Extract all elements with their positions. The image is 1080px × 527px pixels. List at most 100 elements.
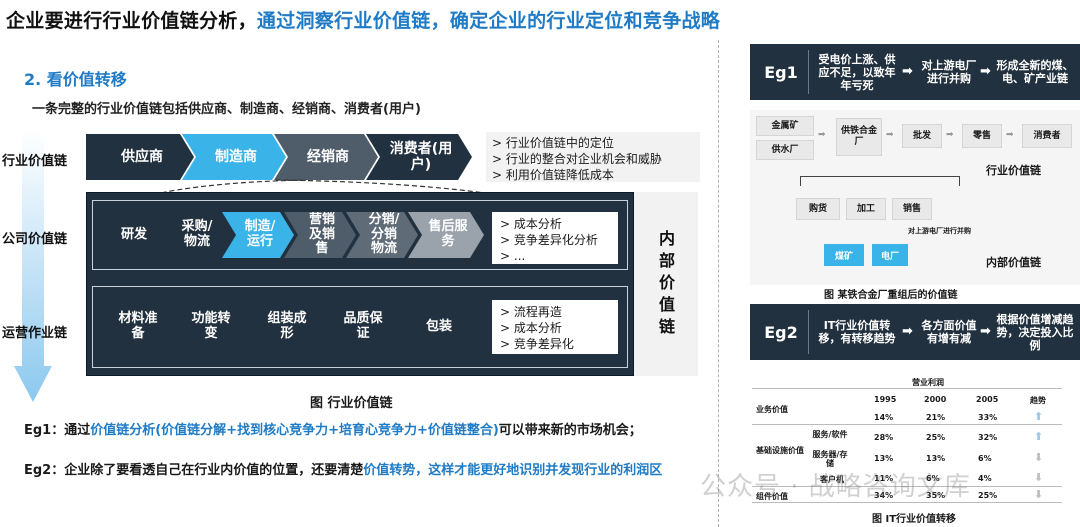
industry-chain-step: 供应商 xyxy=(86,134,194,180)
eg1-diagram-caption: 图 某铁合金厂重组后的价值链 xyxy=(824,290,958,301)
internal-caption: 内部价值链 xyxy=(986,256,1041,269)
table-cell: 6% xyxy=(926,474,940,483)
eg1-step: 受电价上涨、供应不足，以致年年亏死 xyxy=(818,52,896,92)
vertical-divider xyxy=(718,40,719,527)
diagram-box: 消费者 xyxy=(1022,124,1072,148)
diagram-box: 供铁合金厂 xyxy=(836,118,882,156)
down-arrow-icon xyxy=(14,130,52,402)
table-group: 业务价值 xyxy=(756,405,788,414)
trend-down-icon: ⬇ xyxy=(1034,471,1044,484)
table-item: 服务/软件 xyxy=(812,430,848,439)
table-cell: 21% xyxy=(926,413,946,422)
eg2-paragraph: Eg2：企业除了要看透自己在行业内价值的位置，还要清楚价值转势，这样才能更好地识… xyxy=(24,463,663,478)
trend-up-icon: ⬆ xyxy=(1034,430,1044,443)
title-part2: 通过洞察行业价值链，确定企业的行业定位和竞争战略 xyxy=(256,10,721,32)
table-year: 趋势 xyxy=(1030,396,1046,405)
blue-box: 煤矿 xyxy=(824,244,864,266)
diagram-box: 销售 xyxy=(892,198,932,220)
operation-chain-step: 包装 xyxy=(394,302,480,352)
section-heading: 2. 看价值转移 xyxy=(24,70,127,89)
eg2-label: Eg2 xyxy=(764,322,798,342)
table-year: 2005 xyxy=(976,395,999,404)
blue-box: 电厂 xyxy=(872,244,908,266)
arrow-right-icon: ➡ xyxy=(902,324,913,339)
arrow-right-icon: ➡ xyxy=(980,64,991,79)
arrow-right-icon: ➡ xyxy=(902,64,913,79)
arrow-right-icon: ➡ xyxy=(886,130,894,140)
eg1-paragraph: Eg1：通过价值链分析(价值链分解+找到核心竞争力+培育心竞争力+价值链整合)可… xyxy=(24,423,642,438)
page-title: 企业要进行行业价值链分析，通过洞察行业价值链，确定企业的行业定位和竞争战略 xyxy=(6,6,720,33)
table-cell: 6% xyxy=(978,454,992,463)
trend-down-icon: ⬇ xyxy=(1034,451,1044,464)
industry-chain-step: 制造商 xyxy=(182,134,286,180)
eg2-step: 各方面价值有增有减 xyxy=(921,319,977,345)
industry-notes: 行业价值链中的定位 行业的整合对企业机会和威胁 利用价值链降低成本 xyxy=(486,132,700,182)
table-cell: 13% xyxy=(874,454,894,463)
arrow-right-icon: ➡ xyxy=(980,324,991,339)
table-cell: 28% xyxy=(874,433,894,442)
operation-chain-frame xyxy=(92,286,628,368)
zoom-connector xyxy=(145,179,507,197)
label-industry-chain: 行业价值链 xyxy=(2,154,68,169)
table-group: 基础设施价值 xyxy=(756,446,804,455)
table-cell: 25% xyxy=(978,491,998,500)
eg1-label: Eg1 xyxy=(764,62,798,82)
table-cell: 33% xyxy=(978,413,998,422)
figure-caption: 图 行业价值链 xyxy=(310,396,393,411)
company-chain-frame xyxy=(92,200,628,270)
industry-chain-step: 消费者(用户) xyxy=(366,134,472,180)
eg1-step: 对上游电厂进行并购 xyxy=(921,59,977,85)
bracket xyxy=(800,176,960,186)
table-cell: 34% xyxy=(874,491,894,500)
diagram-box: 购货 xyxy=(796,198,840,220)
table-header: 营业利润 xyxy=(912,378,944,387)
eg2-banner: Eg2 IT行业价值转移，有转移趋势 ➡ 各方面价值有增有减 ➡ 根据价值增减趋… xyxy=(750,304,1080,360)
table-item: 客户机 xyxy=(820,475,844,484)
diagram-box: 加工 xyxy=(846,198,886,220)
section-description: 一条完整的行业价值链包括供应商、制造商、经销商、消费者(用户) xyxy=(32,102,421,117)
table-group: 组件价值 xyxy=(756,492,788,501)
table-year: 2000 xyxy=(924,395,947,404)
label-company-chain: 公司价值链 xyxy=(2,232,68,247)
internal-chain-side xyxy=(634,192,698,376)
table-cell: 11% xyxy=(874,474,894,483)
table-cell: 32% xyxy=(978,433,998,442)
eg2-table-caption: 图 IT行业价值转移 xyxy=(872,514,957,525)
table-cell: 4% xyxy=(978,474,992,483)
operation-notes: 流程再造 成本分析 竞争差异化 xyxy=(492,300,618,354)
trend-down-icon: ⬇ xyxy=(1034,488,1044,501)
operation-chain-step: 品质保证 xyxy=(318,302,404,352)
diagram-box: 零售 xyxy=(962,124,1002,148)
operation-chain-step: 材料准备 xyxy=(96,302,176,352)
chain-caption: 行业价值链 xyxy=(986,164,1041,177)
company-notes: 成本分析 竞争差异化分析 ... xyxy=(492,212,618,264)
industry-chain-step: 经销商 xyxy=(274,134,378,180)
diagram-box: 金属矿 xyxy=(756,116,814,136)
arrow-right-icon: ➡ xyxy=(818,130,826,140)
merge-note: 对上游电厂进行并购 xyxy=(908,227,971,235)
company-chain-step: 营销及销售 xyxy=(284,212,356,258)
table-cell: 35% xyxy=(926,491,946,500)
table-cell: 13% xyxy=(926,454,946,463)
title-part1: 企业要进行行业价值链分析， xyxy=(6,10,257,32)
table-item: 服务器/存储 xyxy=(812,450,848,468)
label-operation-chain: 运营作业链 xyxy=(2,326,68,341)
table-cell: 14% xyxy=(874,413,894,422)
internal-chain-label: 内 部 价 值 链 xyxy=(658,229,675,336)
company-chain-step: 研发 xyxy=(96,212,168,258)
arrow-right-icon: ➡ xyxy=(946,130,954,140)
table-cell: 25% xyxy=(926,433,946,442)
operation-chain-step: 功能转变 xyxy=(166,302,252,352)
arrow-right-icon: ➡ xyxy=(1006,130,1014,140)
eg2-step: IT行业价值转移，有转移趋势 xyxy=(818,319,896,345)
trend-up-icon: ⬆ xyxy=(1034,410,1044,423)
diagram-box: 批发 xyxy=(902,124,942,148)
eg1-step: 形成全新的煤、电、矿产业链 xyxy=(996,59,1074,85)
eg1-banner: Eg1 受电价上涨、供应不足，以致年年亏死 ➡ 对上游电厂进行并购 ➡ 形成全新… xyxy=(750,44,1080,100)
company-chain-step: 分销/分销物流 xyxy=(346,212,418,258)
table-year: 1995 xyxy=(874,395,897,404)
watermark: 公众号 · 战略咨询文库 xyxy=(700,472,971,502)
operation-chain-step: 组装成形 xyxy=(242,302,328,352)
diagram-box: 供水厂 xyxy=(756,140,814,160)
eg2-step: 根据价值增减趋势，决定投入比例 xyxy=(996,312,1074,352)
